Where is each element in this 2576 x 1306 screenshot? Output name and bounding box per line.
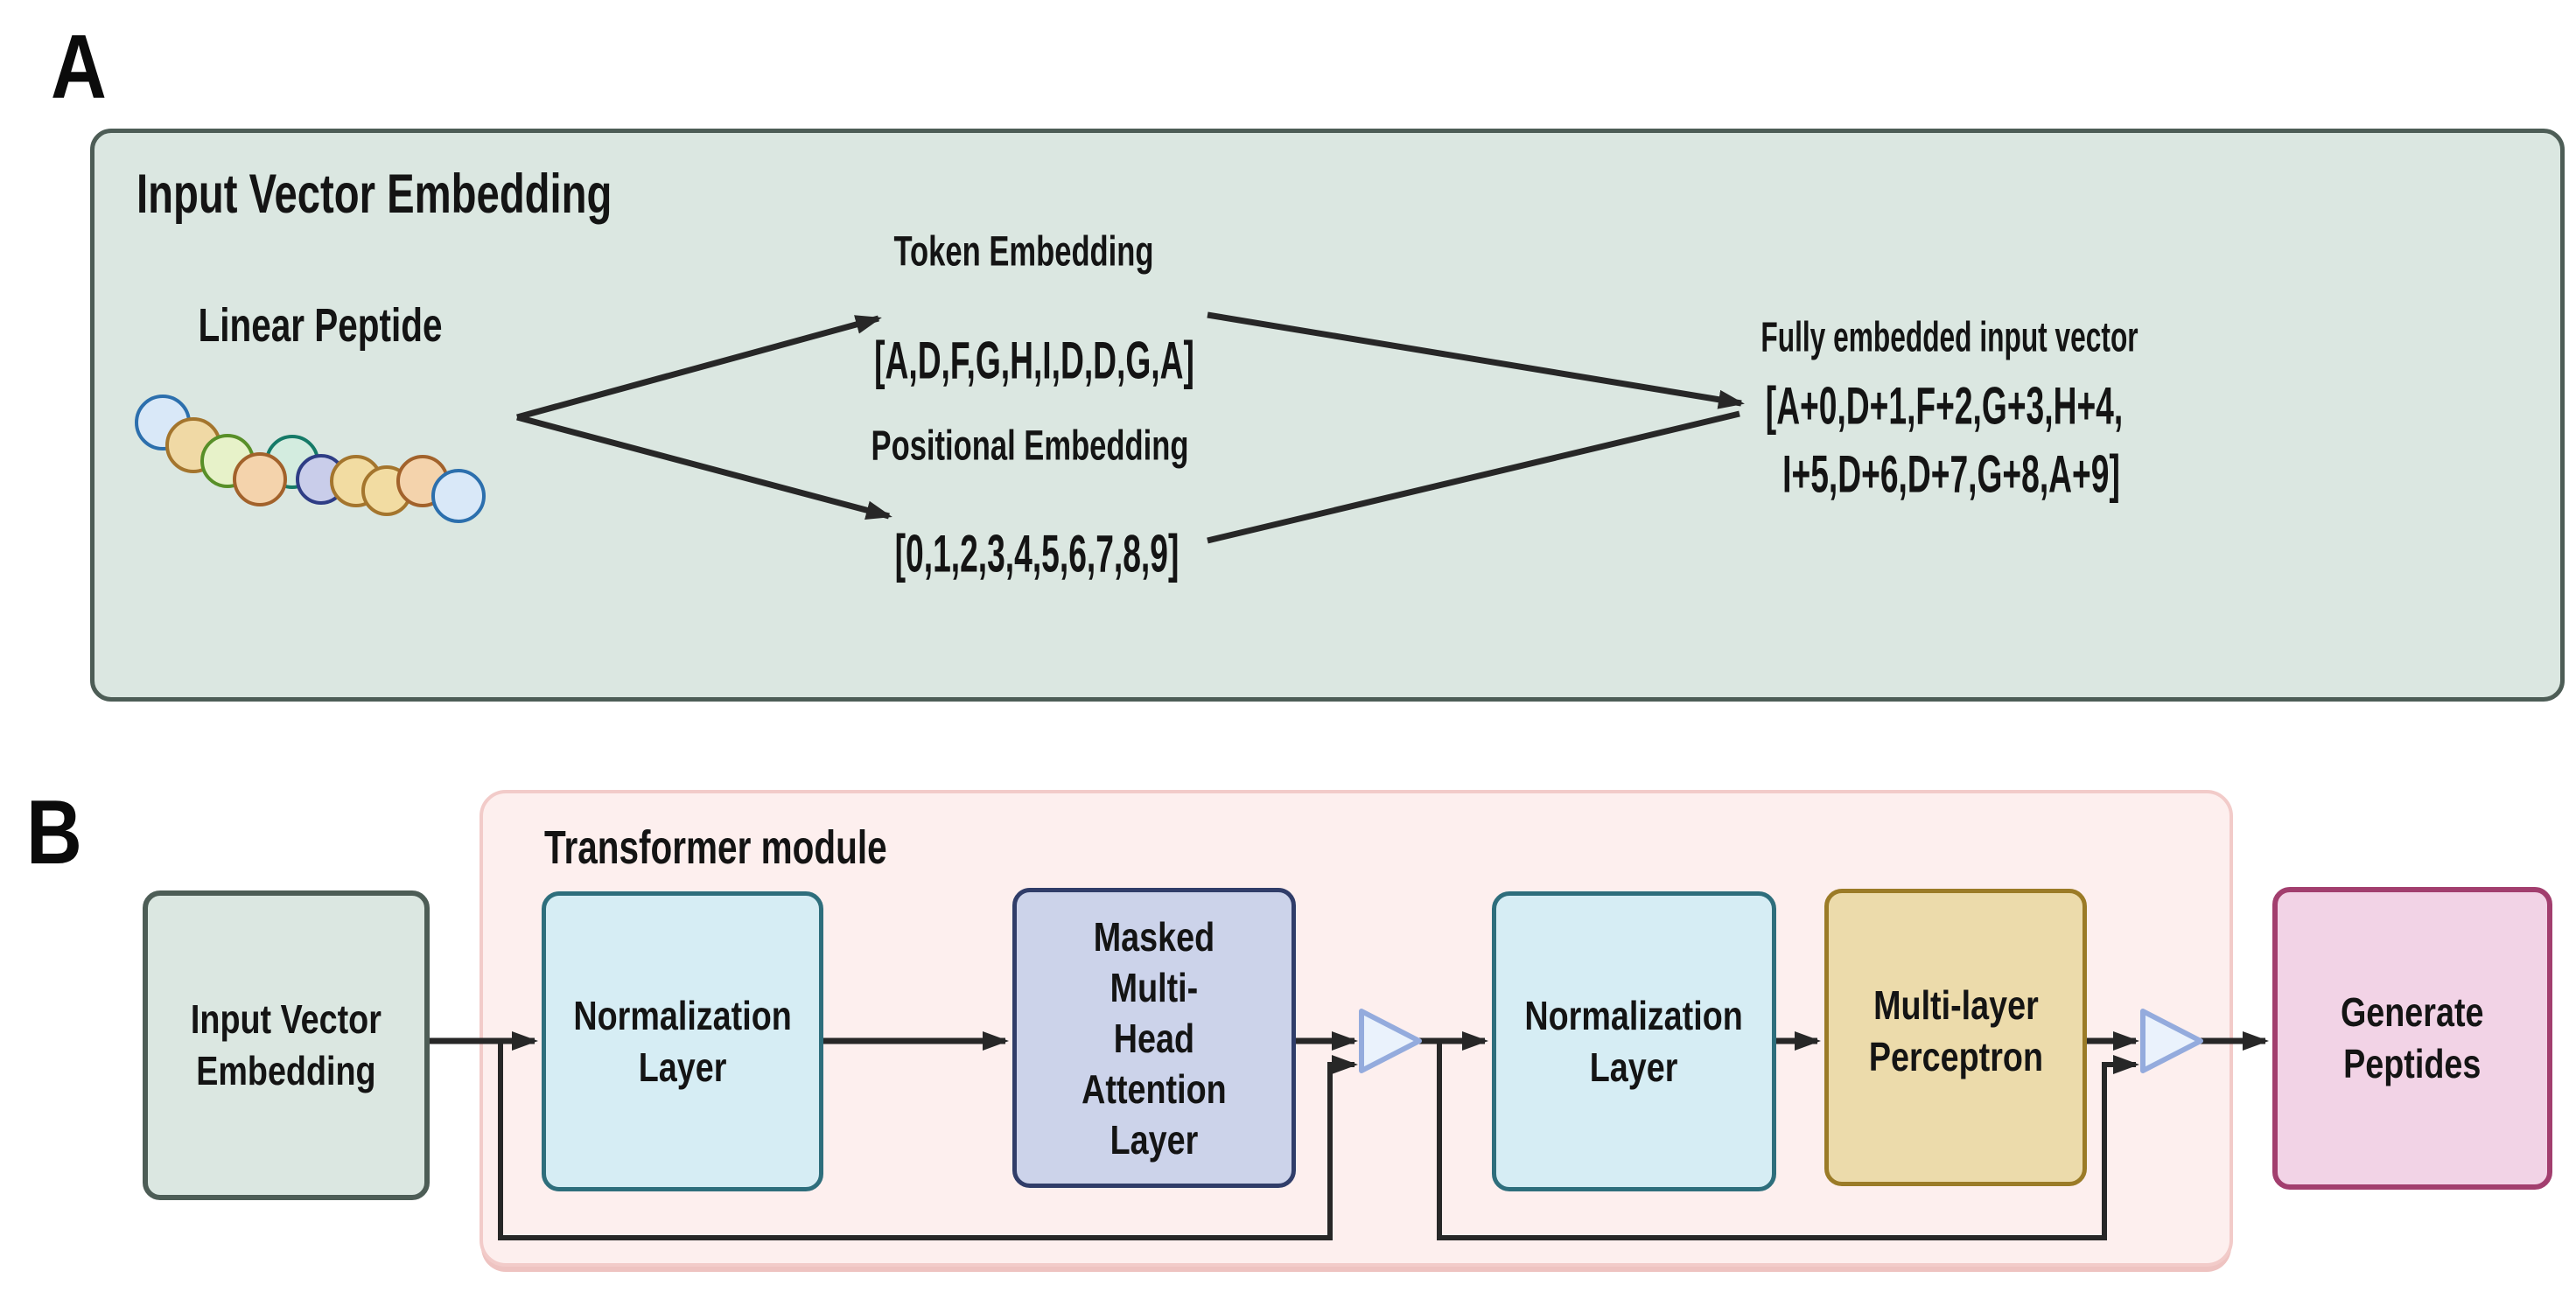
fully-embedded-label: Fully embedded input vector: [1760, 314, 2138, 361]
multi-layer-perceptron-box: Multi-layer Perceptron: [1824, 889, 2087, 1186]
fully-embedded-vector-line1: [A+0,D+1,F+2,G+3,H+4,: [1765, 376, 2124, 436]
token-embedding-label: Token Embedding: [893, 228, 1154, 276]
transformer-module-label: Transformer module: [544, 821, 887, 874]
masked-multi-head-attention-box: Masked Multi- Head Attention Layer: [1012, 888, 1296, 1188]
multi-layer-perceptron-label: Multi-layer Perceptron: [1868, 982, 2043, 1079]
positional-embedding-label: Positional Embedding: [871, 423, 1189, 470]
normalization-layer-1-label: Normalization Layer: [573, 992, 792, 1090]
normalization-layer-2-box: Normalization Layer: [1492, 891, 1776, 1191]
normalization-layer-1-box: Normalization Layer: [542, 891, 823, 1191]
generate-peptides-label: Generate Peptides: [2341, 989, 2484, 1086]
positional-embedding-vector: [0,1,2,3,4,5,6,7,8,9]: [894, 524, 1180, 583]
fully-embedded-vector-line2: I+5,D+6,D+7,G+8,A+9]: [1782, 444, 2120, 504]
normalization-layer-2-label: Normalization Layer: [1524, 992, 1744, 1090]
token-embedding-vector: [A,D,F,G,H,I,D,D,G,A]: [874, 331, 1194, 390]
generate-peptides-box: Generate Peptides: [2272, 887, 2552, 1190]
linear-peptide-label: Linear Peptide: [198, 299, 443, 352]
input-vector-embedding-box: Input Vector Embedding: [143, 890, 430, 1200]
panel-a-title: Input Vector Embedding: [136, 164, 612, 225]
input-vector-embedding-box-label: Input Vector Embedding: [191, 996, 382, 1093]
masked-multi-head-attention-label: Masked Multi- Head Attention Layer: [1082, 913, 1227, 1163]
panel-a-label: A: [51, 17, 107, 118]
panel-b-label: B: [26, 782, 82, 883]
